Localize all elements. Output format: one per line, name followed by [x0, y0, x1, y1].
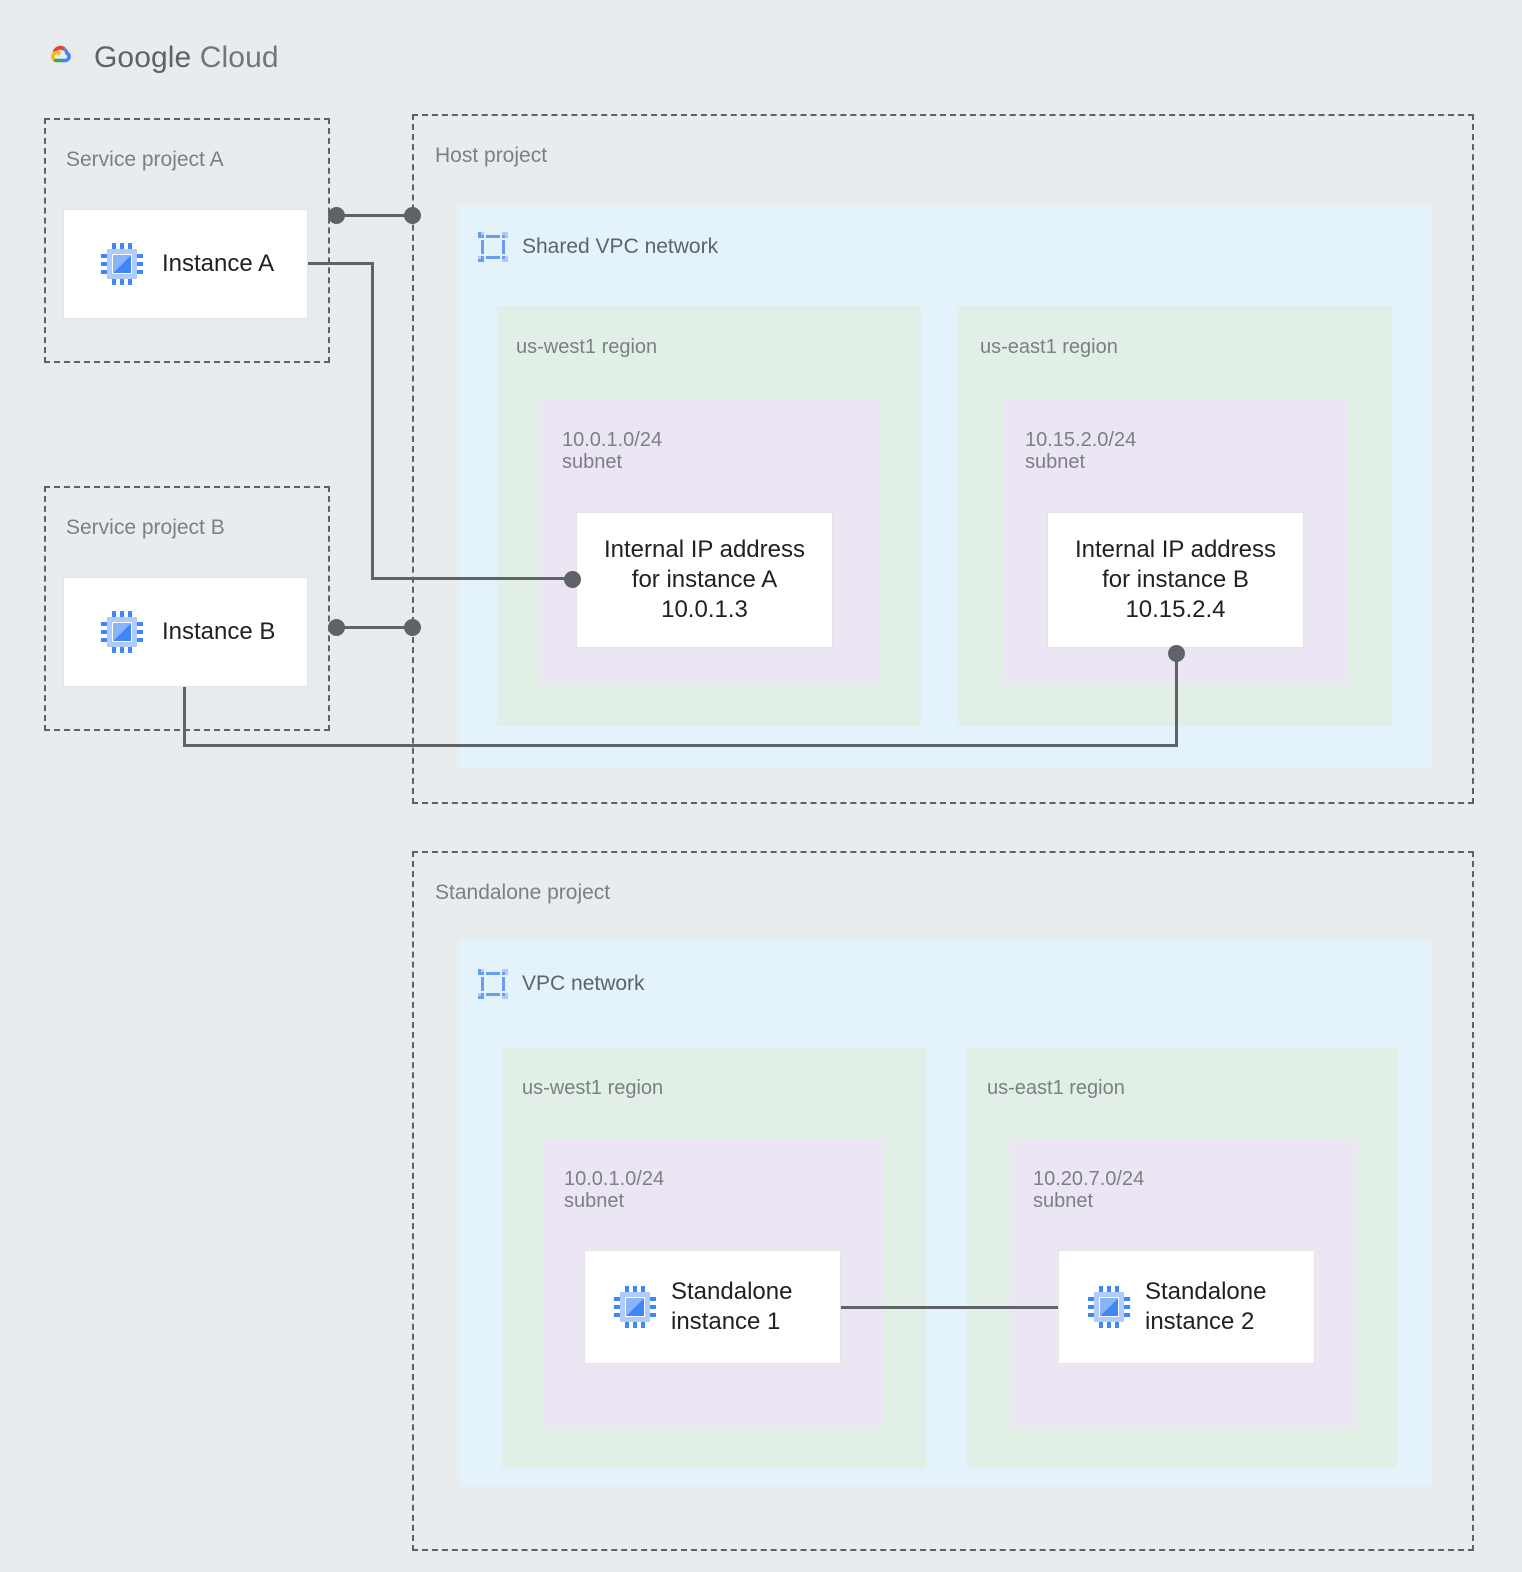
brand-cloud: Cloud [191, 41, 279, 74]
service-project-b-container [44, 486, 330, 731]
host-subnet-10-15-2-0-label: 10.15.2.0/24 subnet [1025, 429, 1137, 474]
standalone-instance-2-label: Standalone instance 2 [1145, 1278, 1267, 1335]
instance-b-label: Instance B [162, 618, 276, 646]
standalone-region-us-west1-label: us-west1 region [522, 1077, 664, 1099]
connector-instance-b-segment-3 [1175, 652, 1178, 744]
standalone-instance-2-card[interactable]: Standalone instance 2 [1058, 1250, 1315, 1364]
standalone-instance-1-card[interactable]: Standalone instance 1 [584, 1250, 841, 1364]
host-subnet-10-0-1-0-label: 10.0.1.0/24 subnet [562, 429, 663, 474]
google-cloud-logo-icon [51, 45, 71, 63]
connector-instance-b-segment-1 [183, 687, 186, 747]
standalone-instance-1-label: Standalone instance 1 [671, 1278, 793, 1335]
google-cloud-logo: Google Cloud [36, 38, 279, 78]
standalone-subnet-10-20-7-0-label: 10.20.7.0/24 subnet [1033, 1168, 1145, 1213]
vm-instance-icon [101, 611, 143, 653]
vpc-network-icon [478, 232, 508, 262]
host-project-container [412, 114, 1474, 804]
connector-dot-internal-ip-b [1168, 645, 1185, 662]
vm-instance-icon [101, 243, 143, 285]
connector-instance-b-segment-2 [183, 744, 1178, 747]
internal-ip-instance-b-card[interactable]: Internal IP address for instance B 10.15… [1047, 512, 1304, 648]
connector-standalone-1-to-2 [841, 1306, 1058, 1309]
vpc-network-header: VPC network [477, 968, 645, 1000]
host-project-label: Host project [435, 144, 548, 167]
connector-dot-internal-ip-a [564, 571, 581, 588]
instance-a-label: Instance A [162, 250, 275, 278]
service-project-a-label: Service project A [66, 148, 224, 171]
connector-dot-service-a [328, 207, 345, 224]
standalone-project-label: Standalone project [435, 881, 611, 904]
shared-vpc-network-header: Shared VPC network [477, 231, 718, 263]
standalone-project-container [412, 851, 1474, 1551]
standalone-subnet-10-0-1-0-label: 10.0.1.0/24 subnet [564, 1168, 665, 1213]
vpc-network-icon [478, 969, 508, 999]
brand-google: Google [94, 41, 192, 74]
internal-ip-instance-a-text: Internal IP address for instance A 10.0.… [603, 536, 805, 623]
connector-dot-service-b [328, 619, 345, 636]
connector-service-b-to-host [336, 626, 412, 629]
connector-instance-a-segment-1 [308, 262, 374, 265]
connector-dot-host-top [404, 207, 421, 224]
internal-ip-instance-a-card[interactable]: Internal IP address for instance A 10.0.… [576, 512, 833, 648]
service-project-a-container [44, 118, 330, 363]
connector-instance-a-segment-3 [371, 577, 575, 580]
vm-instance-icon [1088, 1286, 1130, 1328]
connector-dot-host-bottom [404, 619, 421, 636]
service-project-b-label: Service project B [66, 516, 225, 539]
brand-text: Google Cloud [94, 41, 279, 75]
connector-service-a-to-host [336, 214, 412, 217]
internal-ip-instance-b-text: Internal IP address for instance B 10.15… [1074, 536, 1276, 623]
host-region-us-west1-label: us-west1 region [516, 336, 658, 358]
shared-vpc-network-title: Shared VPC network [522, 235, 719, 258]
instance-a-card[interactable]: Instance A [63, 209, 308, 319]
vpc-network-title: VPC network [522, 972, 645, 995]
host-region-us-east1-label: us-east1 region [980, 336, 1118, 358]
connector-instance-a-segment-2 [371, 262, 374, 579]
instance-b-card[interactable]: Instance B [63, 577, 308, 687]
vm-instance-icon [614, 1286, 656, 1328]
standalone-region-us-east1-label: us-east1 region [987, 1077, 1125, 1099]
